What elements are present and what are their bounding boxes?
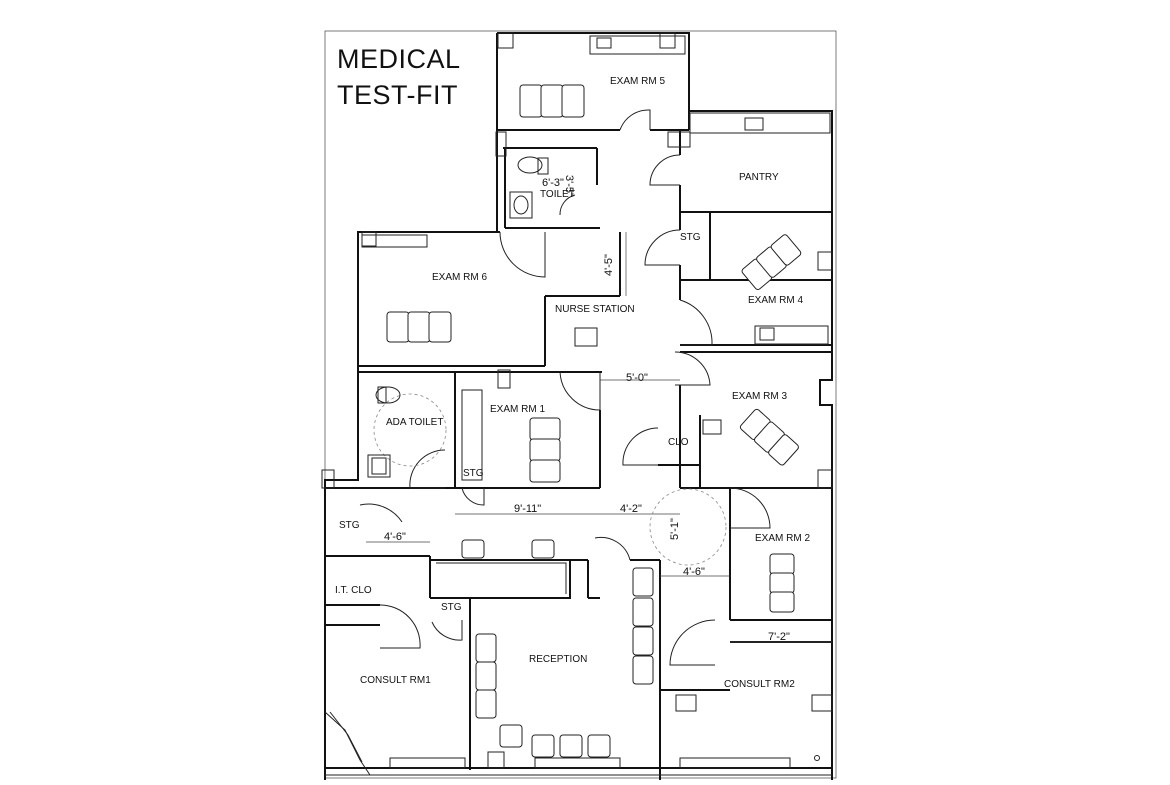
dim-corridor-left: 9'-11" [514,503,541,515]
walls [324,32,833,780]
dim-turn-circle: 5'-1" [669,518,681,540]
label-toilet: TOILET [540,189,575,200]
dimension-lines [366,232,832,643]
dim-stg-width: 4'-6" [384,531,406,543]
label-reception: RECEPTION [529,654,587,665]
label-exam-rm-3: EXAM RM 3 [732,391,787,402]
dim-corridor-top: 4'-5" [603,254,615,276]
dim-toilet-width: 6'-3" [542,177,564,189]
label-it-clo: I.T. CLO [335,585,372,596]
dim-toilet-height: 3'-5" [563,175,575,197]
label-exam-rm-6: EXAM RM 6 [432,272,487,283]
title-line-2: TEST-FIT [337,80,458,110]
dim-consult2-width: 7'-2" [768,631,790,643]
label-stg-lower: STG [441,602,462,613]
label-nurse-station: NURSE STATION [555,304,635,315]
doors [359,109,771,666]
label-stg-left: STG [339,520,360,531]
label-exam-rm-5: EXAM RM 5 [610,76,665,87]
label-clo: CLO [668,437,689,448]
label-pantry: PANTRY [739,172,779,183]
label-exam-rm-4: EXAM RM 4 [748,295,803,306]
sheet-border [324,30,837,779]
room-labels: EXAM RM 5 PANTRY TOILET STG EXAM RM 6 EX… [335,76,810,690]
label-ada-toilet: ADA TOILET [386,417,443,428]
label-exam-rm-1: EXAM RM 1 [490,404,545,415]
dim-exam2-width: 4'-6" [683,566,705,578]
label-stg-small: STG [463,468,484,479]
label-consult-rm2: CONSULT RM2 [724,679,795,690]
fixtures [321,32,833,776]
label-stg-top: STG [680,232,701,243]
label-exam-rm-2: EXAM RM 2 [755,533,810,544]
label-consult-rm1: CONSULT RM1 [360,675,431,686]
dimension-labels: 6'-3" 3'-5" 4'-5" 5'-0" 9'-11" 4'-2" 5'-… [384,175,790,643]
title-line-1: MEDICAL [337,44,461,74]
dim-corridor-mid: 5'-0" [626,372,648,384]
dim-corridor-right: 4'-2" [620,503,642,515]
